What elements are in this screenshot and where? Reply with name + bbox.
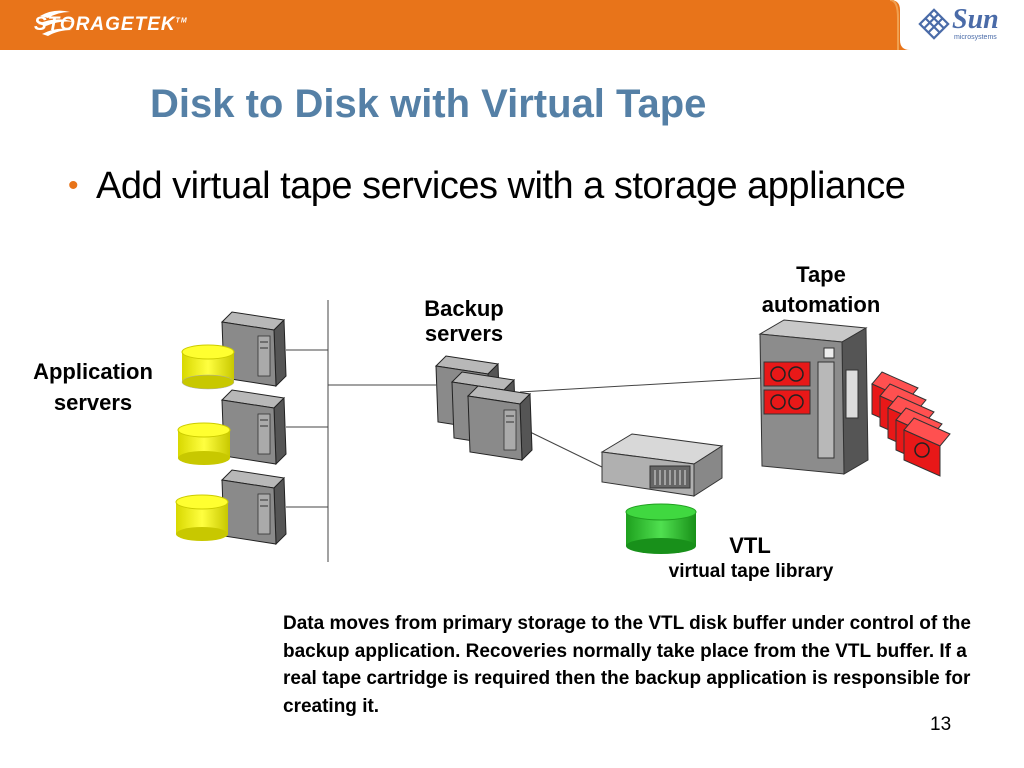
vtl-label: VTL: [729, 533, 771, 558]
backup-servers-label: Backup servers: [424, 296, 504, 346]
server-icon: [221, 469, 287, 545]
connection-lines: [286, 300, 763, 562]
application-server-2: [221, 389, 287, 465]
disk-cylinder-icon: [181, 344, 235, 390]
vtl-disk-cylinder-icon: [625, 503, 697, 554]
sun-logo: Sun microsystems: [918, 4, 1006, 46]
server-icon: [221, 389, 287, 465]
storagetek-logo: STORAGETEKTM: [34, 6, 188, 44]
sun-diamond-icon: [918, 8, 950, 40]
disk-cylinder-icon: [177, 422, 231, 465]
bullet-item: • Add virtual tape services with a stora…: [68, 165, 906, 207]
slide-title: Disk to Disk with Virtual Tape: [150, 82, 707, 126]
sun-subtitle: microsystems: [954, 34, 997, 41]
bullet-dot-icon: •: [68, 169, 79, 202]
vtl-appliance-icon: [600, 433, 724, 497]
application-servers-label: Application servers: [33, 359, 153, 415]
tape-cartridge-icon: [903, 417, 951, 477]
backup-servers: [435, 355, 533, 461]
page-number: 13: [930, 714, 952, 735]
application-server-3: [221, 469, 287, 545]
vtl-sublabel: virtual tape library: [668, 561, 834, 582]
sun-wordmark: Sun: [952, 4, 999, 35]
tape-library-icon: [758, 319, 869, 475]
header-background: [0, 0, 910, 50]
header-bar: STORAGETEKTM Sun microsystems: [0, 0, 1024, 50]
server-icon: [467, 385, 533, 461]
tape-cartridges: [871, 371, 951, 477]
tape-automation-label: Tape automation: [761, 262, 881, 317]
caption-text: Data moves from primary storage to the V…: [283, 613, 971, 717]
bullet-text: Add virtual tape services with a storage…: [96, 165, 906, 207]
disk-cylinder-icon: [175, 494, 229, 541]
storagetek-swoosh-icon: [38, 10, 74, 36]
